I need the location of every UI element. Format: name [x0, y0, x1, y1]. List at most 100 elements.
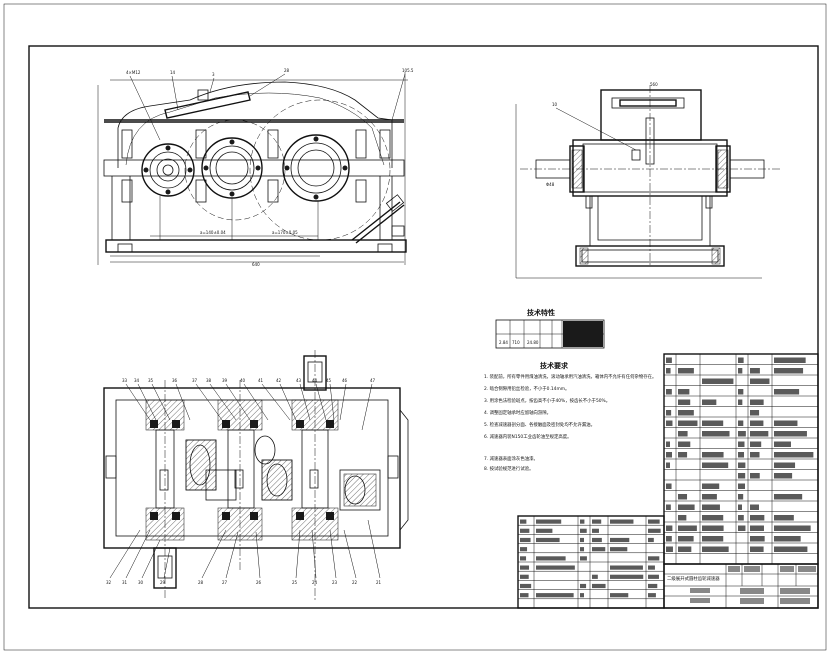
- table-cell-text: [536, 528, 553, 533]
- table-cell-text: [702, 525, 724, 531]
- table-cell-text: [738, 357, 744, 363]
- svg-text:43: 43: [296, 378, 302, 383]
- svg-text:36: 36: [172, 378, 178, 383]
- table-cell-text: [750, 536, 765, 542]
- table-cell-text: [610, 574, 644, 579]
- table-cell-text: [648, 565, 655, 570]
- table-cell-text: [520, 583, 532, 589]
- table-cell-text: [610, 537, 630, 543]
- svg-text:a=170±0.05: a=170±0.05: [272, 230, 298, 235]
- table-cell-text: [702, 483, 720, 489]
- table-cell-text: [610, 593, 629, 598]
- tech-req-6: 6. 减速器内装N150工业齿轮油至规定高度。: [484, 433, 572, 440]
- table-cell-text: [648, 556, 660, 561]
- table-cell-text: [520, 574, 529, 579]
- table-cell-text: [738, 525, 746, 531]
- tech-req-2: 2. 啮合侧隙用铅丝检验，不小于0.14mm。: [484, 385, 569, 392]
- table-cell-text: [750, 504, 759, 510]
- table-cell-text: [678, 389, 690, 395]
- table-cell-text: [738, 420, 744, 426]
- parts-list-right: [663, 353, 819, 565]
- table-cell-text: [592, 537, 602, 543]
- table-cell-text: [678, 368, 694, 374]
- svg-text:29: 29: [160, 580, 166, 585]
- table-cell-text: [666, 536, 672, 542]
- parts-list-left: [517, 515, 665, 609]
- svg-text:26: 26: [256, 580, 262, 585]
- table-cell-text: [702, 452, 724, 458]
- tech-requirements-title: 技术要求: [540, 361, 569, 370]
- svg-text:30: 30: [138, 580, 144, 585]
- table-cell-text: [738, 368, 743, 374]
- table-cell-text: [592, 528, 599, 533]
- svg-text:23: 23: [332, 580, 338, 585]
- table-cell-text: [610, 519, 634, 524]
- table-cell-text: [678, 441, 691, 447]
- tech-params-title: 技术特性: [527, 308, 555, 317]
- table-cell-text: [750, 441, 762, 447]
- table-cell-text: [648, 583, 658, 589]
- svg-text:560: 560: [650, 82, 658, 87]
- svg-text:2.84: 2.84: [499, 340, 508, 345]
- table-cell-text: [738, 462, 746, 468]
- table-cell-text: [738, 389, 744, 395]
- table-cell-text: [774, 452, 814, 458]
- table-cell-text: [750, 452, 760, 458]
- table-cell-text: [738, 452, 745, 458]
- svg-text:40: 40: [240, 378, 246, 383]
- table-cell-text: [702, 420, 724, 426]
- table-cell-text: [648, 537, 654, 543]
- inner-frame: [28, 45, 819, 609]
- svg-text:31: 31: [122, 580, 128, 585]
- svg-text:710: 710: [512, 340, 520, 345]
- table-cell-text: [678, 420, 698, 426]
- table-cell-text: [666, 504, 671, 510]
- outer-frame: [3, 3, 827, 651]
- table-cell-text: [678, 431, 688, 437]
- table-cell-text: [520, 556, 527, 561]
- table-cell-text: [702, 494, 717, 500]
- table-cell-text: [702, 431, 730, 437]
- svg-text:105.5: 105.5: [402, 68, 414, 73]
- table-cell-text: [536, 519, 562, 524]
- table-cell-text: [774, 357, 806, 363]
- table-cell-text: [520, 565, 530, 570]
- table-cell-text: [666, 410, 672, 416]
- svg-text:38: 38: [206, 378, 212, 383]
- table-cell-text: [702, 399, 717, 405]
- table-cell-text: [580, 537, 584, 543]
- table-cell-text: [678, 504, 695, 510]
- table-cell-text: [648, 593, 656, 598]
- svg-text:37: 37: [192, 378, 198, 383]
- svg-text:47: 47: [370, 378, 376, 383]
- table-cell-text: [666, 483, 672, 489]
- svg-text:3: 3: [212, 72, 215, 77]
- table-cell-text: [702, 378, 734, 384]
- svg-text:45: 45: [326, 378, 332, 383]
- table-cell-text: [678, 452, 688, 458]
- svg-text:32: 32: [106, 580, 112, 585]
- svg-text:14: 14: [170, 70, 176, 75]
- table-cell-text: [738, 504, 742, 510]
- svg-text:27: 27: [222, 580, 228, 585]
- table-cell-text: [610, 565, 643, 570]
- table-cell-text: [666, 357, 672, 363]
- table-cell-text: [678, 410, 694, 416]
- table-cell-text: [738, 473, 746, 479]
- table-cell-text: [536, 593, 574, 598]
- table-cell-text: [774, 420, 798, 426]
- table-cell-text: [774, 515, 794, 521]
- table-cell-text: [580, 593, 584, 598]
- table-cell-text: [750, 546, 764, 552]
- table-cell-text: [702, 515, 724, 521]
- table-cell-text: [536, 565, 575, 570]
- table-cell-text: [520, 528, 530, 533]
- table-cell-text: [738, 494, 744, 500]
- table-cell-text: [750, 420, 764, 426]
- table-cell-text: [666, 420, 673, 426]
- svg-text:33: 33: [122, 378, 128, 383]
- tech-req-1: 1. 装配前，所有零件用煤油清洗，滚动轴承用汽油清洗，箱体内不允许有任何杂物存在…: [484, 373, 656, 380]
- table-cell-text: [666, 389, 672, 395]
